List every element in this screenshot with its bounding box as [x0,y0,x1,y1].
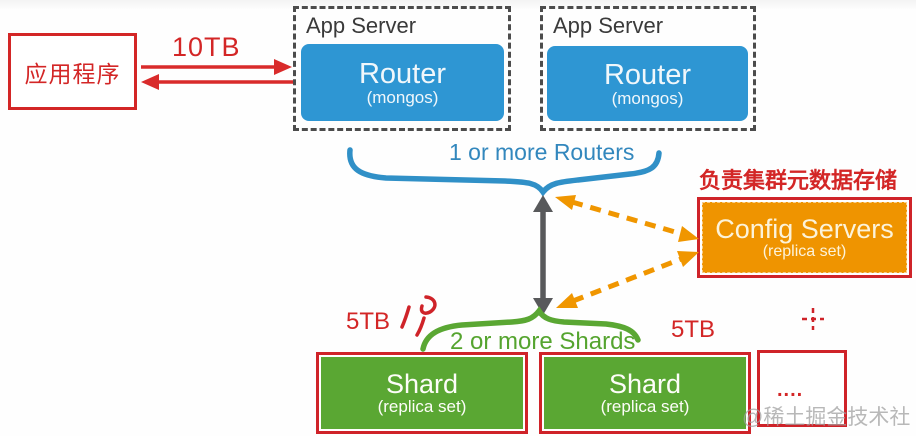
shard-fill: Shard (replica set) [544,357,746,429]
router-title: Router [603,58,692,91]
application-box: 应用程序 [8,33,137,110]
config-note-label: 负责集群元数据存储 [699,168,898,193]
routers-brace-label: 1 or more Routers [449,139,635,165]
shard-title: Shard [385,369,459,399]
shard-box-1: Shard (replica set) [316,352,528,434]
router-subtitle: (mongos) [366,87,439,107]
config-servers-subtitle: (replica set) [762,242,847,260]
config-servers-title: Config Servers [715,213,894,244]
router-box-1: Router (mongos) [301,44,504,121]
throughput-label: 10TB [172,32,241,62]
app-server-label: App Server [306,13,417,38]
more-shards-dots: .... [777,379,804,401]
config-servers-box: Config Servers (replica set) [697,197,912,278]
watermark: @稀土掘金技术社区 [742,406,911,429]
app-server-box-1: App Server [293,6,511,131]
plus-mark [802,308,824,330]
more-shards-box: .... [757,350,847,427]
shard-title: Shard [608,369,682,399]
router-config-arrow [555,195,699,242]
app-server-box-2: App Server [540,6,756,131]
shard-size-label-right: 5TB [671,316,716,343]
response-arrow-left [141,74,293,90]
router-subtitle: (mongos) [611,88,684,108]
shard-config-arrow [556,251,699,308]
router-shard-arrow [533,195,553,315]
handwritten-mark [400,295,437,337]
shard-subtitle: (replica set) [600,397,690,416]
router-title: Router [358,57,447,90]
shard-box-2: Shard (replica set) [539,352,751,434]
shard-size-label-left: 5TB [346,308,391,335]
shard-fill: Shard (replica set) [321,357,523,429]
config-servers-fill: Config Servers (replica set) [702,202,907,273]
router-box-2: Router (mongos) [547,46,748,121]
app-server-label: App Server [553,13,664,38]
shard-subtitle: (replica set) [377,397,467,416]
